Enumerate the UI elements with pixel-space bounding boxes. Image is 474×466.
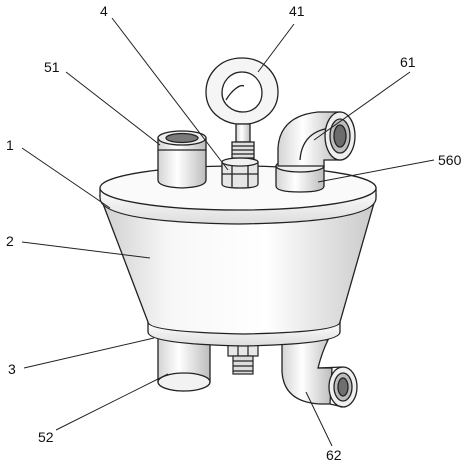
label-2: 2: [6, 233, 14, 249]
eye-bolt-41: [205, 57, 279, 189]
leader-lines: [21, 17, 435, 447]
label-41: 41: [289, 3, 305, 19]
bottom-outlet-52: [157, 337, 211, 392]
top-outlet-51: [157, 130, 207, 189]
label-52: 52: [38, 429, 54, 445]
leader-51: [65, 71, 161, 146]
bottom-bolt: [227, 341, 259, 375]
label-3: 3: [8, 361, 16, 377]
top-elbow-61: [275, 111, 356, 193]
bottom-elbow-62: [281, 337, 358, 408]
label-560: 560: [438, 152, 462, 168]
label-4: 4: [100, 3, 108, 19]
leader-1: [21, 147, 111, 209]
reference-labels: 1 2 3 4 41 51 52 61 62 560: [6, 3, 462, 463]
leader-52: [55, 373, 169, 431]
leader-560: [317, 159, 435, 183]
label-1: 1: [6, 137, 14, 153]
label-62: 62: [326, 447, 342, 463]
label-61: 61: [400, 54, 416, 70]
label-51: 51: [44, 59, 60, 75]
leader-2: [21, 241, 151, 259]
leader-3: [23, 337, 155, 369]
leader-62: [305, 391, 333, 447]
leader-41: [257, 23, 295, 73]
conical-body-2: [99, 195, 377, 335]
leader-61: [313, 71, 411, 141]
leader-4: [111, 17, 229, 171]
